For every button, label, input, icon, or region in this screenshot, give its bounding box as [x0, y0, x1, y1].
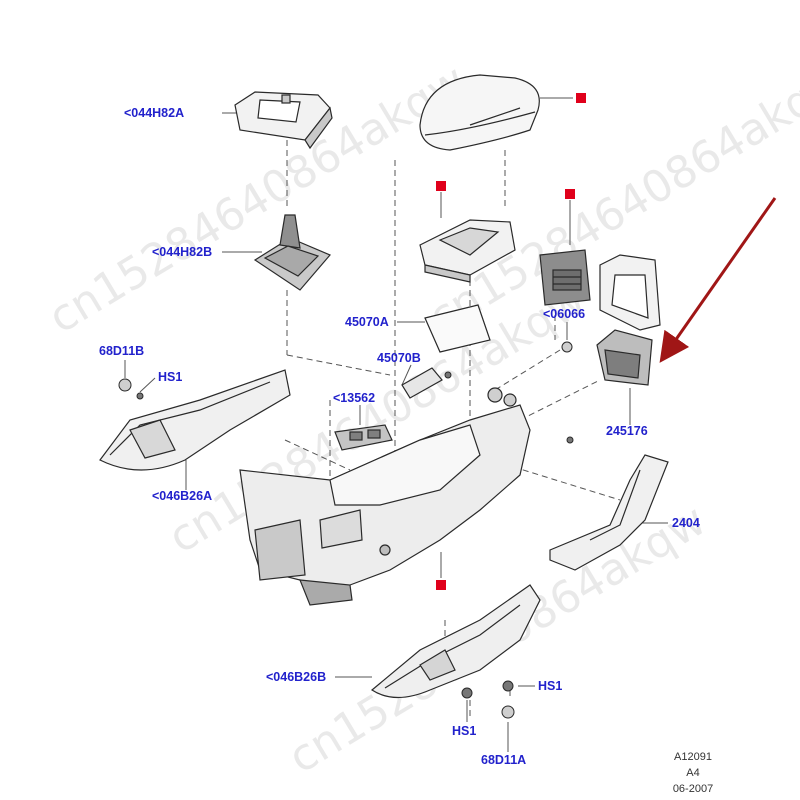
callout-046b26b: <046B26B	[266, 670, 327, 684]
clip-68d11b	[118, 378, 132, 392]
part-rear-vent	[539, 249, 591, 306]
part-panel-45070b	[401, 367, 443, 399]
red-arrow-icon	[659, 197, 777, 363]
leader-lines	[124, 97, 668, 752]
part-console-body	[239, 387, 531, 606]
part-right-trim-2404	[549, 454, 669, 571]
callout-044h82a: <044H82A	[124, 106, 185, 120]
part-switch-13562	[334, 424, 393, 451]
part-armrest-lid	[419, 74, 540, 151]
screw-hs1-bottom	[461, 687, 473, 699]
callout-45070a: 45070A	[345, 315, 389, 329]
clip-68d11a	[501, 705, 515, 719]
callout-245176: 245176	[606, 424, 648, 438]
part-shifter-bezel	[234, 91, 333, 150]
marker-storage-tray	[436, 181, 446, 191]
callout-06066: <06066	[543, 307, 586, 321]
screw-upper	[444, 371, 452, 379]
part-rear-trim-frame	[599, 254, 661, 331]
callout-hs1-bottom: HS1	[452, 724, 477, 738]
part-shift-boot	[253, 214, 331, 291]
screw-hs1-right	[502, 680, 514, 692]
screw-hs1-top	[136, 392, 144, 400]
marker-armrest	[576, 93, 586, 103]
fasteners	[118, 341, 574, 719]
figure-sheet: A4	[686, 767, 700, 779]
callout-45070b: 45070B	[377, 351, 421, 365]
callout-044h82b: <044H82B	[152, 245, 213, 259]
marker-rear-vent	[565, 189, 575, 199]
callout-2404: 2404	[672, 516, 700, 530]
figure-date: 06-2007	[672, 783, 714, 795]
callout-68d11a: 68D11A	[481, 753, 527, 767]
callout-13562: <13562	[333, 391, 376, 405]
part-right-side-trim	[370, 584, 541, 699]
clip-06066	[561, 341, 573, 353]
assembly-dash-lines	[284, 140, 621, 720]
part-left-side-trim	[99, 369, 291, 471]
callout-68d11b: 68D11B	[99, 344, 145, 358]
callout-046b26a: <046B26A	[152, 489, 213, 503]
part-storage-tray	[419, 219, 516, 283]
part-storage-bin	[596, 329, 653, 386]
part-panel-45070a	[424, 304, 491, 353]
marker-console-body	[436, 580, 446, 590]
callout-hs1-right: HS1	[538, 679, 563, 693]
figure-id: A12091	[674, 751, 712, 763]
screw-right	[566, 436, 574, 444]
callout-hs1-top: HS1	[158, 370, 183, 384]
